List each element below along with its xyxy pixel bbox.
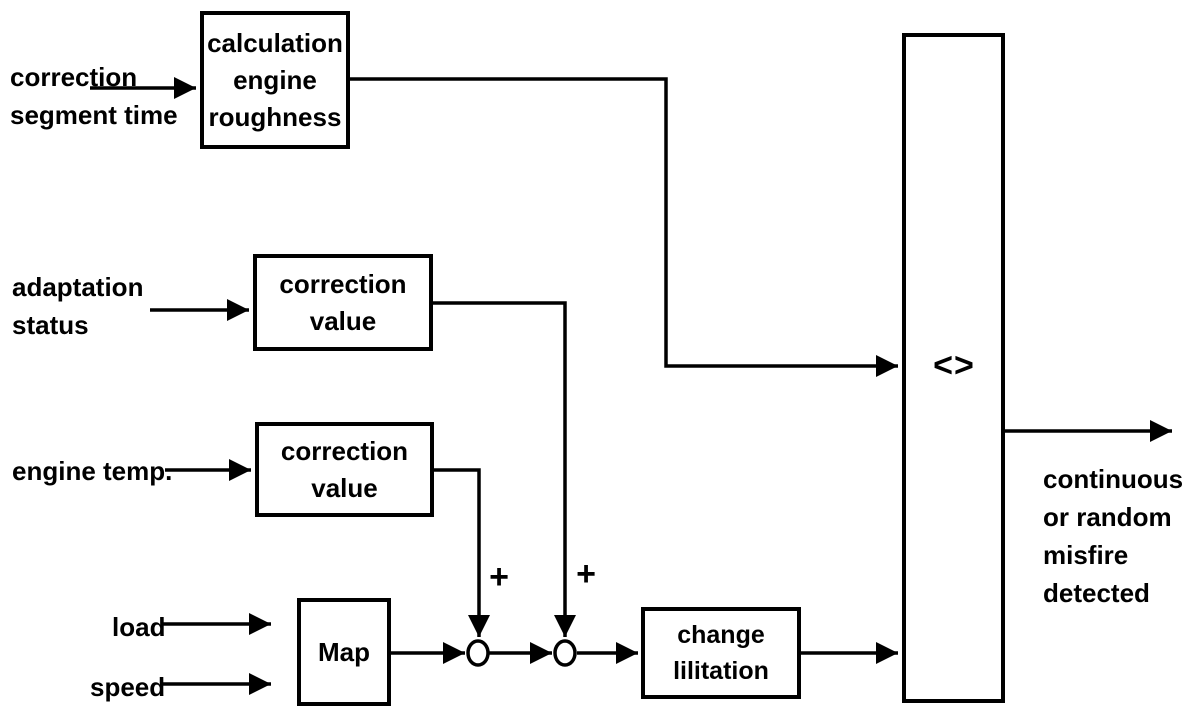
label-engine-temp: engine temp.	[12, 456, 173, 486]
block-comparator	[902, 33, 1005, 703]
comparator-symbol: <>	[933, 346, 975, 385]
plus-sign-left: +	[489, 558, 509, 596]
block-correction-value-engine-temp: correction value	[255, 422, 434, 517]
label-speed: speed	[90, 672, 166, 702]
label-correction-segment-time: correction segment time	[10, 62, 178, 130]
label-output-misfire-detected: continuous or random misfire detected	[1043, 464, 1184, 608]
label-load: load	[112, 612, 166, 642]
block-map: Map	[297, 598, 391, 706]
block-change-lilitation: change lilitation	[641, 607, 801, 699]
arrow-calculation-to-comparator	[349, 77, 898, 377]
arrow-correction-value-adaptation-to-sum-right	[432, 301, 576, 637]
block-correction-value-adaptation: correction value	[253, 254, 433, 351]
label-adaptation-status: adaptation status	[12, 272, 144, 340]
block-calculation-engine-roughness: calculation engine roughness	[200, 11, 350, 149]
sum-junction-right	[553, 639, 577, 667]
sum-junction-left	[466, 639, 490, 667]
arrow-correction-value-engine-temp-to-sum-left	[433, 468, 490, 637]
plus-sign-right: +	[576, 555, 596, 593]
